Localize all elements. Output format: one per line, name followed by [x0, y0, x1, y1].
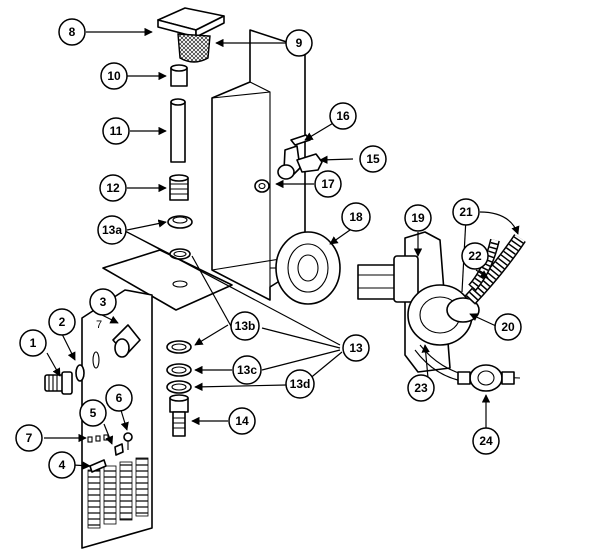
svg-text:9: 9: [296, 36, 303, 50]
svg-text:14: 14: [235, 414, 249, 428]
svg-text:12: 12: [106, 181, 120, 195]
callout-10: 10: [100, 62, 128, 90]
top-grille: [157, 7, 225, 38]
svg-text:8: 8: [69, 25, 76, 39]
threaded-fitting: [169, 174, 189, 201]
callout-13a: 13a: [97, 215, 127, 245]
inlet-washer: [75, 364, 85, 382]
svg-text:13d: 13d: [290, 377, 311, 391]
svg-text:19: 19: [411, 211, 425, 225]
callout-13d: 13d: [285, 369, 315, 399]
motor-24: [457, 364, 515, 392]
washer-13d: [166, 380, 192, 394]
callout-5: 5: [79, 399, 107, 427]
svg-text:13c: 13c: [237, 363, 257, 377]
washer-upper: [169, 248, 191, 260]
elbow-fitting: [112, 324, 141, 358]
callout-13c: 13c: [232, 355, 262, 385]
callout-3: 3: [89, 288, 117, 316]
svg-text:20: 20: [501, 320, 515, 334]
callout-13b: 13b: [230, 311, 260, 341]
faucet-washer: [254, 179, 270, 193]
svg-text:18: 18: [349, 210, 363, 224]
pump-housing: [357, 255, 419, 303]
callout-24: 24: [472, 427, 500, 455]
callout-2: 2: [48, 308, 76, 336]
callout-14: 14: [228, 407, 256, 435]
svg-text:7: 7: [26, 431, 33, 445]
callout-4: 4: [48, 451, 76, 479]
callout-11: 11: [102, 117, 130, 145]
callout-6: 6: [105, 384, 133, 412]
washer-13a: [167, 215, 193, 229]
svg-text:23: 23: [414, 381, 428, 395]
front-panel: [81, 289, 153, 549]
callout-16: 16: [329, 102, 357, 130]
callout-8: 8: [58, 18, 86, 46]
svg-text:4: 4: [59, 458, 66, 472]
svg-text:17: 17: [321, 177, 335, 191]
washer-13b: [166, 340, 192, 354]
callout-1: 1: [19, 329, 47, 357]
svg-text:2: 2: [59, 315, 66, 329]
callout-19: 19: [404, 204, 432, 232]
hose-22: [468, 238, 500, 292]
svg-text:22: 22: [468, 249, 482, 263]
faucet: [277, 134, 323, 180]
drain-fitting: [169, 394, 189, 437]
svg-text:10: 10: [107, 69, 121, 83]
panel-vents: [87, 457, 149, 529]
callout-7: 7: [15, 424, 43, 452]
callout-15: 15: [359, 145, 387, 173]
leader-lines: [44, 27, 520, 470]
callout-22: 22: [461, 242, 489, 270]
svg-text:5: 5: [90, 406, 97, 420]
svg-text:16: 16: [336, 109, 350, 123]
small-screw: [89, 459, 107, 473]
callout-9: 9: [285, 29, 313, 57]
svg-text:13a: 13a: [102, 223, 122, 237]
svg-text:15: 15: [366, 152, 380, 166]
svg-text:24: 24: [479, 434, 493, 448]
strainer-basket: [177, 33, 211, 63]
clip-5: [114, 443, 124, 456]
ice-ring: [270, 231, 341, 305]
svg-text:21: 21: [459, 205, 473, 219]
pump-body: [407, 284, 480, 346]
coupling: [170, 64, 188, 87]
callout-17: 17: [314, 170, 342, 198]
standpipe: [170, 98, 186, 163]
svg-text:6: 6: [116, 391, 123, 405]
label-7-plain: 7: [96, 319, 102, 331]
callout-23: 23: [407, 374, 435, 402]
callout-12: 12: [99, 174, 127, 202]
svg-text:3: 3: [100, 295, 107, 309]
svg-text:13: 13: [349, 341, 363, 355]
svg-text:11: 11: [110, 124, 123, 138]
washer-13c: [166, 363, 192, 377]
hose-21: [464, 234, 526, 305]
svg-text:1: 1: [30, 336, 37, 350]
screw-6: [123, 432, 133, 450]
callout-18: 18: [341, 202, 371, 232]
inlet-fitting: [44, 371, 73, 395]
callout-20: 20: [494, 313, 522, 341]
callout-21: 21: [452, 198, 480, 226]
callout-13: 13: [342, 334, 370, 362]
svg-text:13b: 13b: [235, 319, 256, 333]
